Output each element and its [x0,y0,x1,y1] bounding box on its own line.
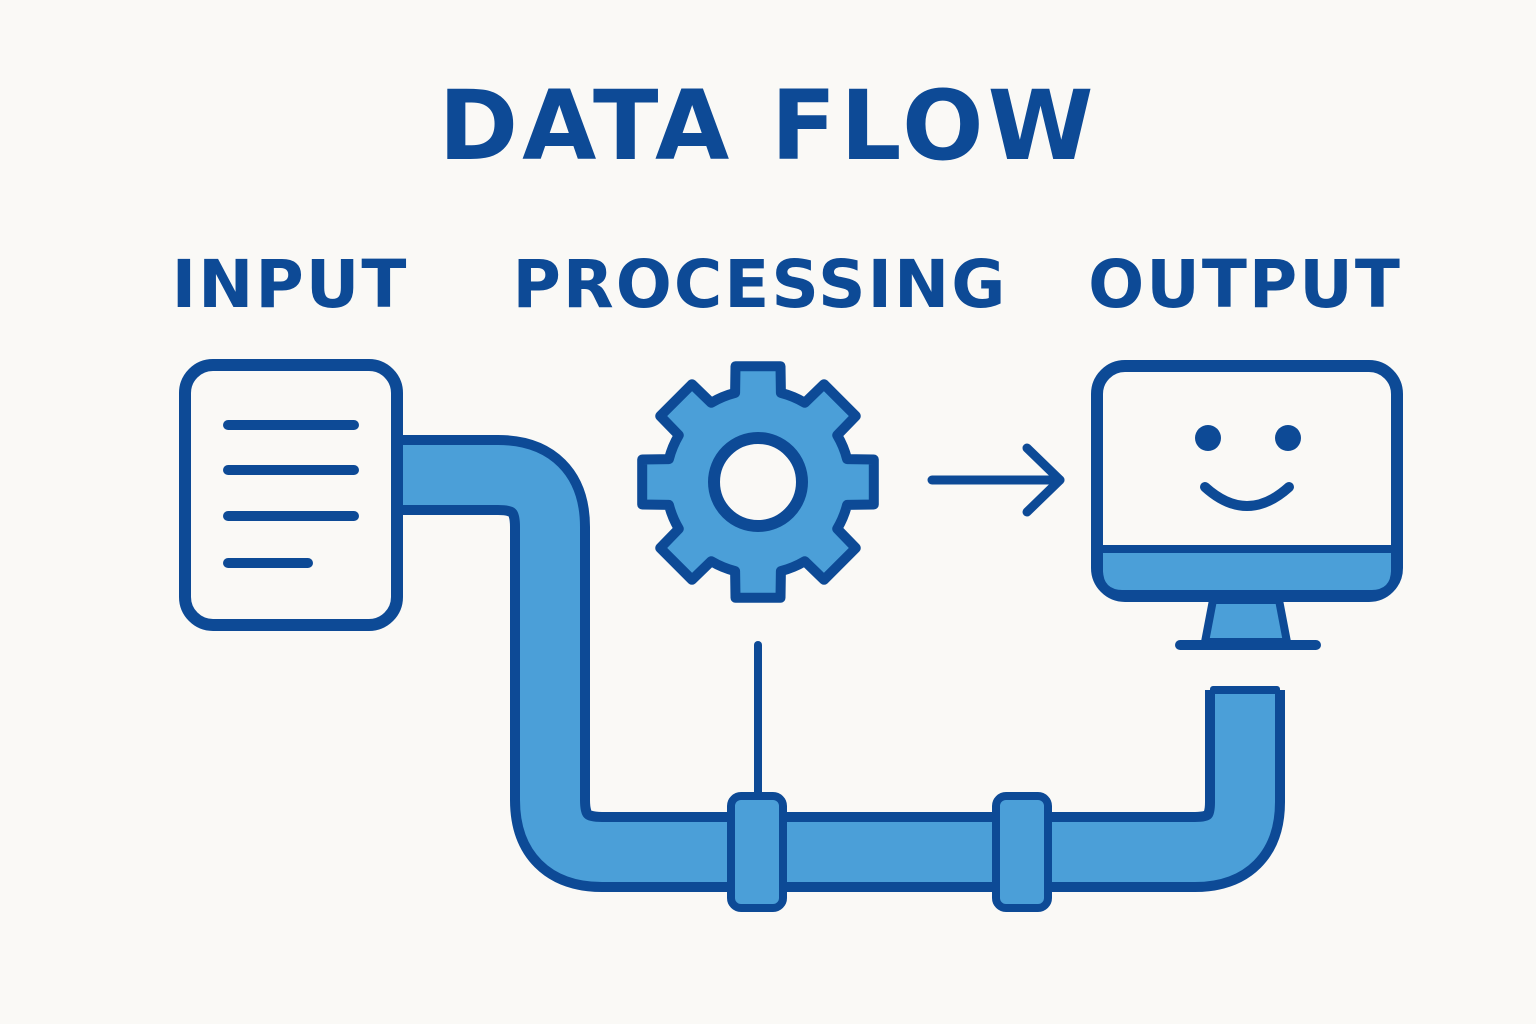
processing-label: PROCESSING [512,246,1008,323]
monitor-smiley-icon [1091,360,1403,650]
pipe [400,435,1285,892]
input-label: INPUT [171,246,409,323]
smiley-eye [1275,425,1301,451]
smiley-eye [1195,425,1221,451]
document-icon [179,359,403,631]
arrow-icon [927,443,1065,517]
pipe-joint [992,792,1052,912]
gear-icon [637,361,879,603]
pipe-joint [727,792,787,912]
smiley-mouth [1200,482,1294,511]
output-label: OUTPUT [1088,246,1402,323]
diagram-title: DATA FLOW [438,70,1098,182]
